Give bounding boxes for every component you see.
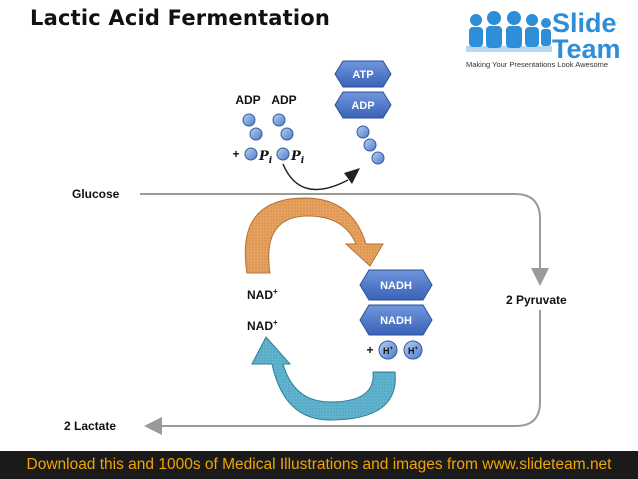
pathway-return-line bbox=[162, 310, 541, 427]
pathway-arrowhead-left bbox=[144, 417, 162, 435]
pyruvate-label: 2 Pyruvate bbox=[506, 293, 567, 307]
proton-label-2: H+ bbox=[408, 346, 419, 356]
adp-hexagon bbox=[334, 91, 392, 119]
pathway-arrowhead-down bbox=[531, 268, 549, 286]
phosphorylation-curve-arrow bbox=[282, 163, 349, 191]
nadh-hexagon-2 bbox=[359, 304, 433, 336]
pi-label-2: Pi bbox=[290, 149, 305, 166]
phosphate-chain-right bbox=[356, 125, 385, 165]
glucose-label: Glucose bbox=[72, 187, 120, 201]
nadh-hexagon-1 bbox=[359, 269, 433, 301]
slideteam-logo: Slide Team Making Your Presentations Loo… bbox=[462, 2, 638, 72]
atp-label: ATP bbox=[352, 69, 373, 81]
atp-hexagon bbox=[334, 60, 392, 88]
logo-tagline: Making Your Presentations Look Awesome bbox=[466, 60, 609, 69]
adp-label-2: ADP bbox=[271, 93, 296, 107]
curve-arrowhead bbox=[344, 168, 360, 184]
plus-sign-2: + bbox=[366, 343, 373, 357]
nadh-label-1: NADH bbox=[380, 280, 412, 292]
logo-brand-line2: Team bbox=[552, 34, 621, 64]
people-logo-icon bbox=[466, 11, 552, 52]
proton-label-1: H+ bbox=[383, 346, 394, 356]
proton-bead-2 bbox=[403, 340, 423, 360]
nadh-label-2: NADH bbox=[380, 315, 412, 327]
logo-brand-line1: Slide bbox=[552, 8, 617, 38]
nad-label-2: NAD+ bbox=[247, 318, 278, 333]
page-title: Lactic Acid Fermentation bbox=[30, 6, 331, 30]
plus-sign-1: + bbox=[232, 147, 239, 161]
lactate-label: 2 Lactate bbox=[64, 419, 116, 433]
adp-label-1: ADP bbox=[235, 93, 260, 107]
fermentation-diagram: ATP ADP ADP ADP + Pi Pi NAD+ NAD+ NADH N… bbox=[64, 60, 567, 435]
proton-bead-1 bbox=[378, 340, 398, 360]
pi-label-1: Pi bbox=[258, 149, 273, 166]
nad-label-1: NAD+ bbox=[247, 287, 278, 302]
footer-banner: Download this and 1000s of Medical Illus… bbox=[0, 451, 638, 479]
phosphate-beads-left bbox=[242, 113, 294, 161]
pathway-line bbox=[140, 193, 541, 268]
adp-hexagon-label: ADP bbox=[351, 100, 374, 112]
